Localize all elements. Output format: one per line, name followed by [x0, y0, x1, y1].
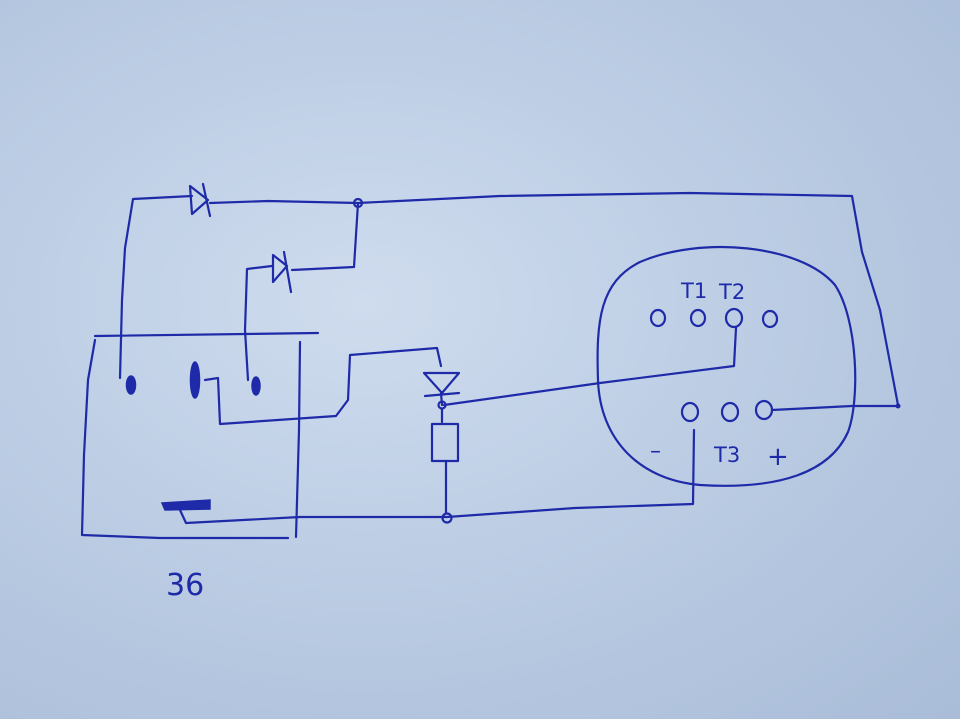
wire-top-rail	[208, 191, 900, 407]
wire-junction-drop	[290, 201, 360, 272]
label-minus: –	[650, 439, 661, 464]
connector-outline	[596, 245, 857, 487]
relay-pin-87a	[251, 376, 261, 396]
wire-relay-30	[203, 346, 443, 426]
relay-pin-87	[125, 375, 137, 395]
label-t1: T1	[680, 279, 707, 303]
diode-d2	[271, 250, 293, 294]
diode-d1	[188, 182, 212, 218]
relay-box	[80, 331, 320, 540]
connector-pins-top	[649, 307, 779, 329]
label-plus: +	[767, 442, 789, 472]
diode-d3	[422, 371, 461, 407]
wire-top-left	[118, 194, 194, 380]
relay-pin-85	[160, 499, 211, 511]
wire-second-diode-left	[243, 264, 274, 382]
resistor	[430, 422, 460, 463]
junction-node-top	[352, 197, 364, 209]
wire-relay-85	[178, 428, 696, 525]
connector-pins-bottom	[680, 399, 774, 423]
junction-node-right	[895, 403, 901, 409]
wire-plus-out	[770, 404, 900, 412]
junction-node-ground	[441, 512, 453, 524]
label-relay-number: 36	[166, 568, 204, 603]
relay-pin-30	[189, 361, 201, 399]
label-t2: T2	[718, 280, 745, 304]
wire-to-t2	[442, 326, 738, 407]
label-t3: T3	[713, 443, 740, 467]
